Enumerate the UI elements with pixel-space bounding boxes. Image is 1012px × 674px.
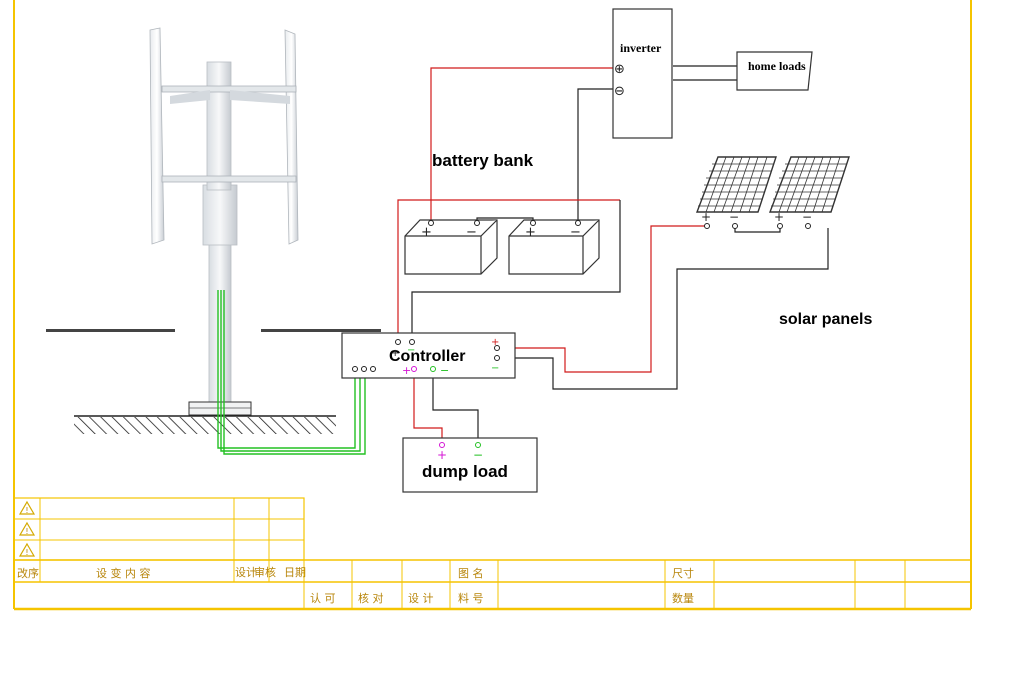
solar-panels-label: solar panels <box>779 311 872 328</box>
panel-2-minus: − <box>802 210 812 224</box>
inverter-label: inverter <box>620 41 662 55</box>
wires <box>217 65 829 455</box>
inverter: inverter ⊕ ⊖ <box>612 8 673 139</box>
solar-panel-1 <box>695 156 777 213</box>
inverter-plus-terminal: ⊕ <box>614 62 625 77</box>
dump-load-label: dump load <box>422 462 508 481</box>
svg-text:!: ! <box>25 527 28 536</box>
tb-date: 日期 <box>284 566 306 579</box>
wind-turbine <box>149 27 299 416</box>
battery-1-plus: + <box>421 225 432 240</box>
tb-quantity: 数量 <box>672 592 694 605</box>
solar-panel-2 <box>768 156 850 213</box>
dump-load-plus: + <box>437 448 447 462</box>
title-block <box>13 0 972 611</box>
tb-check: 核 对 <box>358 591 384 605</box>
battery-2 <box>508 219 600 275</box>
battery-2-minus: − <box>570 225 581 240</box>
panel-1-minus: − <box>729 210 739 224</box>
controller-solar-minus: − <box>491 363 499 374</box>
dump-load-minus: − <box>473 448 483 462</box>
inverter-minus-terminal: ⊖ <box>614 84 625 99</box>
controller: Controller + − + − + − <box>341 332 516 379</box>
battery-bank-label: battery bank <box>432 151 534 170</box>
ground <box>46 329 381 434</box>
controller-dump-plus: + <box>402 364 411 377</box>
tb-review: 审核 <box>254 565 276 579</box>
panel-2-plus: + <box>774 210 784 224</box>
battery-1 <box>404 219 498 275</box>
controller-dump-minus: − <box>440 364 449 377</box>
tb-size: 尺寸 <box>672 566 694 580</box>
controller-label: Controller <box>389 348 465 365</box>
controller-solar-plus: + <box>491 337 499 348</box>
panel-terminals <box>704 223 811 229</box>
controller-battery-plus: + <box>391 348 399 359</box>
dump-load: dump load + − <box>402 437 538 493</box>
tb-change-content: 设 变 内 容 <box>96 566 151 580</box>
tb-revision-no: 改序 <box>17 566 39 580</box>
panel-1-plus: + <box>701 210 711 224</box>
tb-design: 设计 <box>235 566 257 579</box>
battery-1-minus: − <box>466 225 477 240</box>
tb-approve: 认 可 <box>310 592 336 605</box>
tb-drawing-name: 图 名 <box>458 566 484 580</box>
svg-text:!: ! <box>25 548 28 557</box>
controller-battery-minus: − <box>407 345 415 356</box>
tb-part-number: 料 号 <box>458 591 484 605</box>
battery-terminals <box>428 220 581 226</box>
battery-2-plus: + <box>525 225 536 240</box>
home-loads: home loads <box>736 51 813 91</box>
svg-text:!: ! <box>25 506 28 515</box>
tb-designer: 设 计 <box>408 592 434 605</box>
warning-triangle-icon <box>18 500 36 557</box>
home-loads-label: home loads <box>748 59 806 73</box>
